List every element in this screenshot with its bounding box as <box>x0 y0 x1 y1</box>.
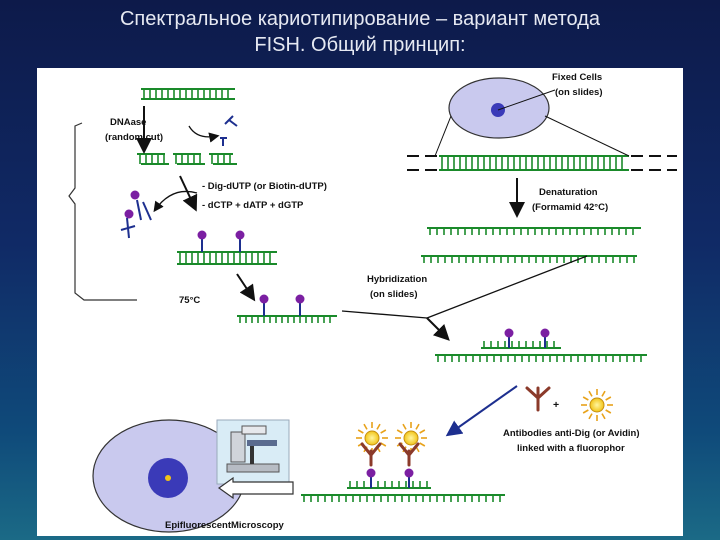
probe-denatured-1 <box>259 294 269 316</box>
target-strand-detect <box>301 494 505 502</box>
labeling-label-1: - Dig-dUTP (or Biotin-dUTP) <box>202 181 327 192</box>
nucleotide-arrow <box>153 190 198 213</box>
fluorophore-bound-2 <box>395 422 427 454</box>
target-strand-hybrid <box>435 354 647 362</box>
hybrid-line-left <box>341 310 428 319</box>
probe-hybrid-1 <box>504 328 514 348</box>
dna-strands <box>137 88 677 502</box>
cut-fragment-arrow <box>188 125 220 143</box>
antibody-label: Antibodies anti-Dig (or Avidin) <box>503 428 640 439</box>
probe-single-strand <box>237 315 337 323</box>
probe-labeled-2 <box>235 230 245 252</box>
probe-detect-2 <box>404 468 414 488</box>
fluorophore-free <box>581 389 613 421</box>
antibody-free <box>525 386 551 412</box>
dnaase-sublabel: (random cut) <box>105 132 163 143</box>
hybridization-sublabel: (on slides) <box>370 289 418 300</box>
plus-sign: + <box>553 399 559 411</box>
loose-dig-2 <box>124 209 134 219</box>
probe-denatured-2 <box>295 294 305 316</box>
fixed-cells-sublabel: (on slides) <box>555 87 603 98</box>
probe-molecules <box>197 230 550 488</box>
antibody-bound-1 <box>360 442 382 467</box>
target-dashed-left <box>407 155 441 171</box>
loose-dig-1 <box>130 190 140 200</box>
target-dashed-right <box>631 155 677 171</box>
fluorophore-free-glow <box>581 389 613 421</box>
cut-fragment <box>220 115 238 146</box>
microscopy-label: EpifluorescentMicroscopy <box>165 520 284 531</box>
probe-detect <box>347 481 431 489</box>
temperature-label: 75°C <box>179 295 200 306</box>
denaturation-label: Denaturation <box>539 187 598 198</box>
microscopy-signal <box>165 475 171 481</box>
fish-diagram: DNAase (random cut) - Dig-dUTP (or Bioti… <box>68 72 677 533</box>
target-strand-top <box>427 227 641 235</box>
probe-hybrid-2 <box>540 328 550 348</box>
hybrid-line-right <box>426 255 588 319</box>
target-strand-bottom <box>421 255 637 263</box>
result-arrow <box>217 476 294 500</box>
dna-fragmented <box>137 153 237 165</box>
dna-labeled <box>177 251 277 265</box>
microscope-icon <box>216 419 290 485</box>
zoom-line-left <box>434 115 452 157</box>
loose-nucleotides <box>120 199 152 239</box>
cell-pointer <box>497 89 556 111</box>
labeling-label-2: - dCTP + dATP + dGTP <box>202 200 304 211</box>
probe-labeled-1 <box>197 230 207 252</box>
heat-arrow <box>236 273 256 302</box>
target-dna-double <box>439 155 629 171</box>
slide-title-line2: FISH. Общий принцип: <box>254 34 466 56</box>
slide-title-line1: Спектральное кариотипирование – вариант … <box>119 8 600 30</box>
hybridization-arrow <box>426 317 450 341</box>
fixed-cells-label: Fixed Cells <box>552 72 602 83</box>
bracket-brace <box>68 122 137 301</box>
dna-intact <box>141 88 235 100</box>
dnaase-label: DNAase <box>110 117 146 128</box>
antibody-sublabel: linked with a fluorophor <box>517 443 625 454</box>
zoom-line-right <box>544 115 630 157</box>
probe-hybridized <box>481 341 561 349</box>
slide-title: Спектральное кариотипирование – вариант … <box>0 6 720 58</box>
denaturation-sublabel: (Formamid 42°C) <box>532 202 608 213</box>
diagram-panel: DNAase (random cut) - Dig-dUTP (or Bioti… <box>37 68 683 536</box>
antibody-bound-2 <box>398 442 420 467</box>
hybridization-label: Hybridization <box>367 274 427 285</box>
probe-detect-1 <box>366 468 376 488</box>
fluorophore-bound-1 <box>356 422 388 454</box>
detection-arrow <box>445 385 518 437</box>
